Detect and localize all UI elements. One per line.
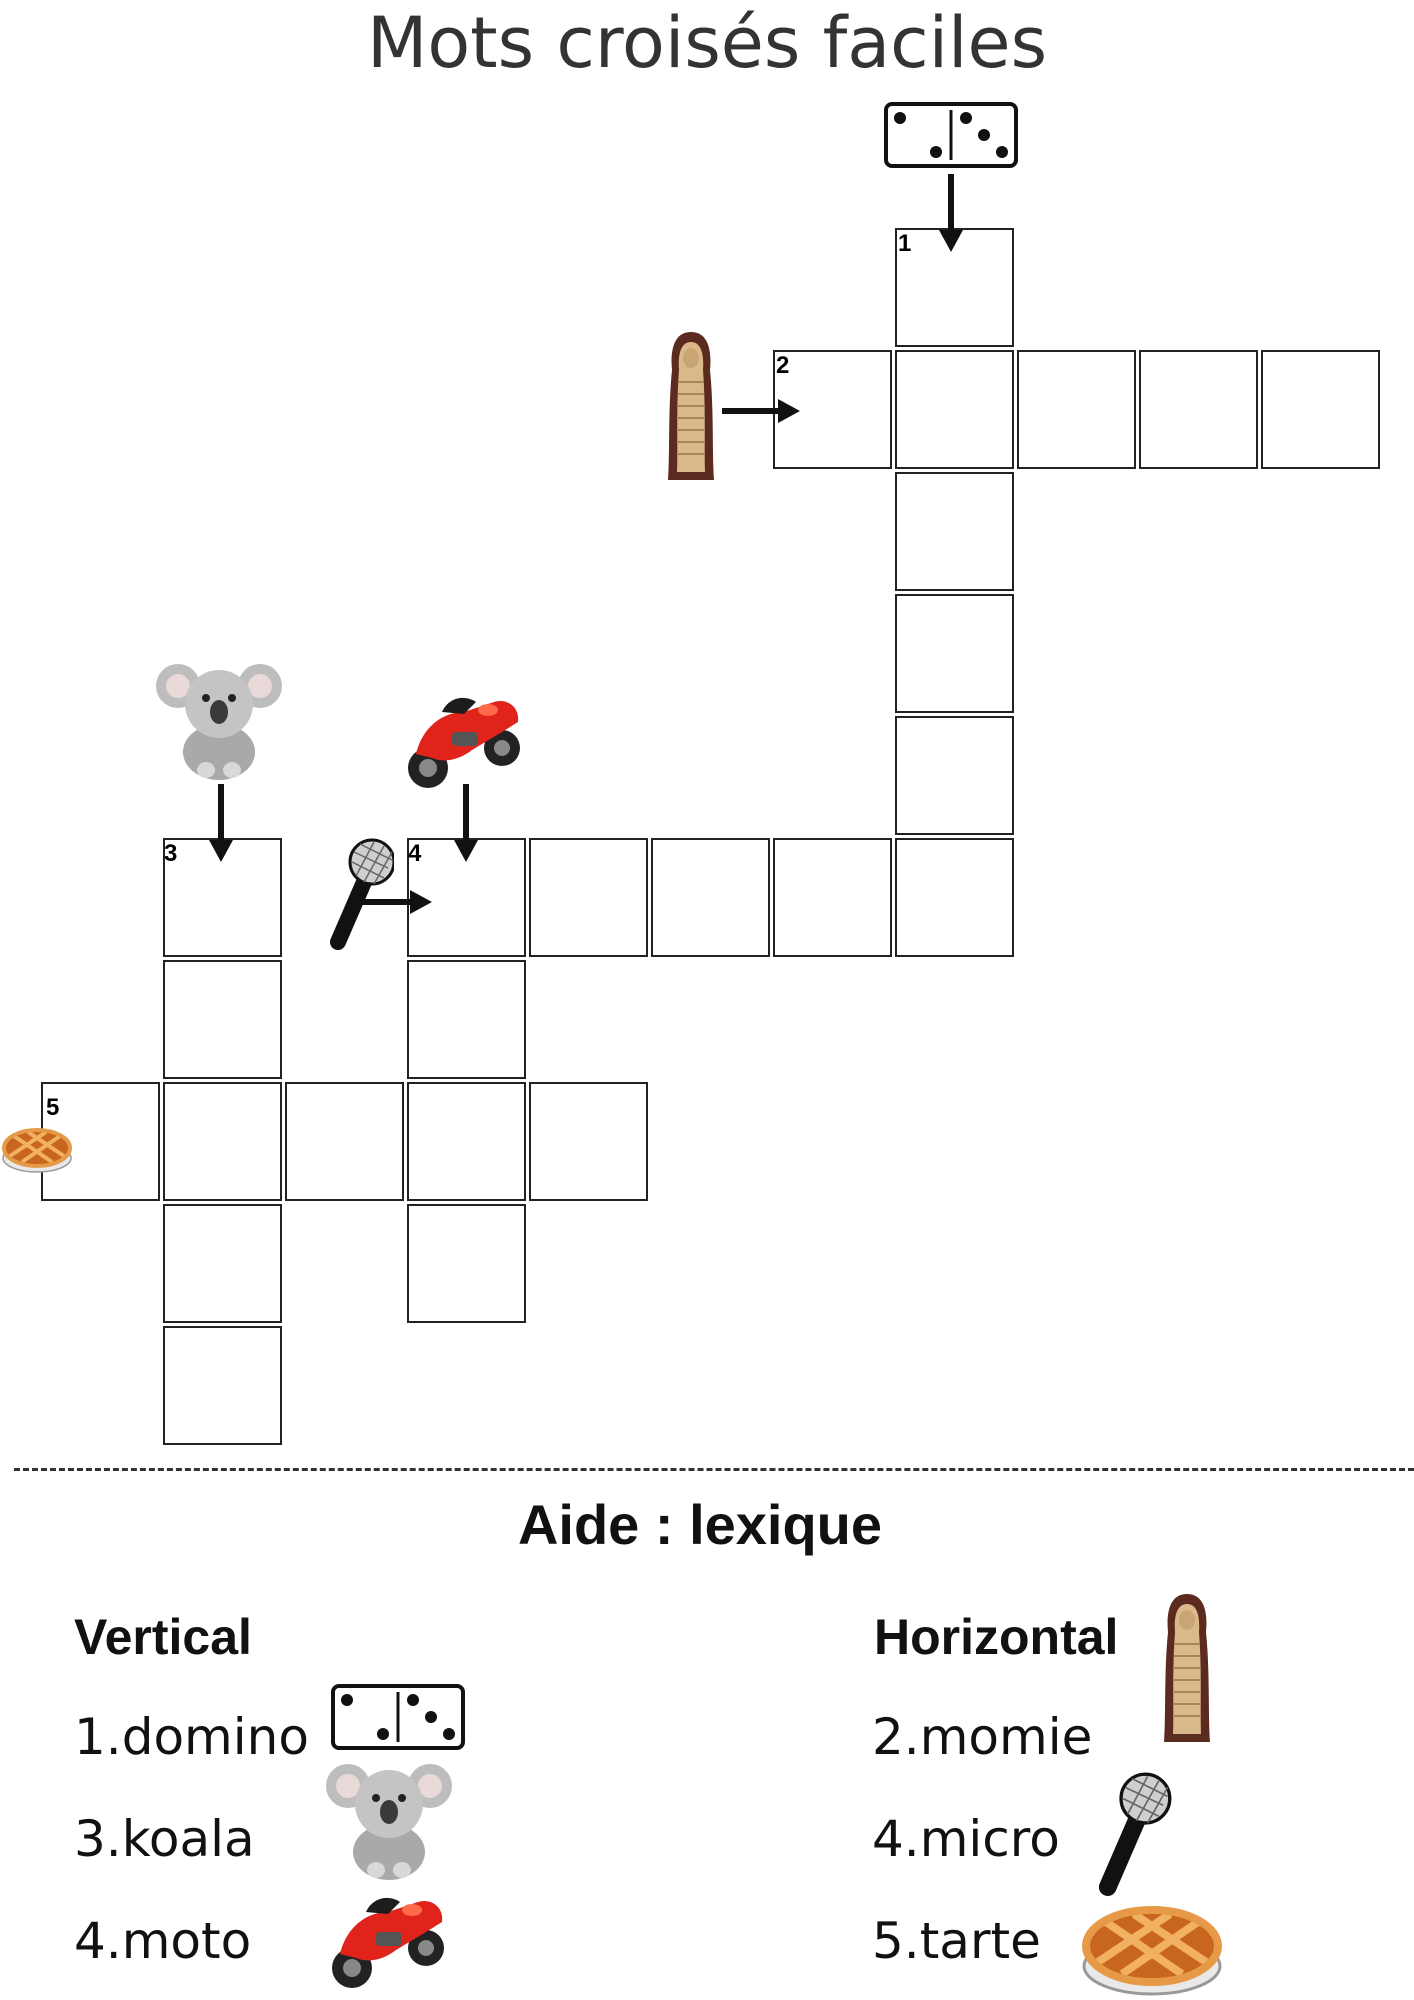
grid-cell[interactable]: [895, 594, 1014, 713]
horizontal-word: 2.momie: [872, 1708, 1093, 1766]
grid-cell[interactable]: [773, 838, 892, 957]
arrow-right-icon: [354, 890, 432, 914]
grid-cell[interactable]: [529, 838, 648, 957]
grid-cell[interactable]: [163, 1204, 282, 1323]
lexique-heading: Aide : lexique: [517, 1493, 883, 1556]
vertical-word: 3.koala: [74, 1810, 255, 1868]
clue-number-4: 4: [408, 840, 422, 867]
clue-number-3: 3: [164, 840, 178, 867]
domino-icon: [331, 1684, 465, 1750]
pie-icon: [2, 1128, 72, 1173]
grid-cell[interactable]: [163, 1326, 282, 1445]
horizontal-word: 4.micro: [872, 1810, 1060, 1868]
grid-cell[interactable]: [1017, 350, 1136, 469]
clue-number-2: 2: [776, 352, 790, 379]
koala-icon: [326, 1764, 452, 1880]
grid-cell[interactable]: [285, 1082, 404, 1201]
grid-cell[interactable]: [895, 472, 1014, 591]
microphone-icon: [330, 838, 394, 950]
vertical-heading: Vertical: [74, 1609, 252, 1665]
domino-icon: [884, 102, 1018, 168]
horizontal-heading: Horizontal: [874, 1609, 1119, 1665]
grid-cell[interactable]: [651, 838, 770, 957]
arrow-down-icon: [939, 174, 963, 252]
koala-icon: [156, 664, 282, 780]
grid-cell[interactable]: [163, 838, 282, 957]
horizontal-word: 5.tarte: [872, 1912, 1041, 1970]
grid-cell[interactable]: [895, 716, 1014, 835]
arrow-down-icon: [454, 784, 478, 862]
grid-cell[interactable]: [895, 228, 1014, 347]
vertical-word: 4.moto: [74, 1912, 252, 1970]
grid-cell[interactable]: [1261, 350, 1380, 469]
grid-cell[interactable]: [407, 1082, 526, 1201]
grid-cell[interactable]: [163, 1082, 282, 1201]
grid-cell[interactable]: [407, 1204, 526, 1323]
motorcycle-icon: [408, 697, 520, 788]
arrow-right-icon: [722, 399, 800, 423]
microphone-icon: [1098, 1772, 1172, 1896]
section-divider: [14, 1468, 1414, 1471]
page-title: Mots croisés faciles: [366, 2, 1048, 84]
grid-cell[interactable]: [529, 1082, 648, 1201]
grid-cell[interactable]: [895, 350, 1014, 469]
vertical-word: 1.domino: [74, 1708, 309, 1766]
motorcycle-icon: [332, 1897, 444, 1988]
grid-cell[interactable]: [895, 838, 1014, 957]
mummy-icon: [668, 332, 714, 480]
mummy-icon: [1164, 1594, 1210, 1742]
clue-number-5: 5: [46, 1094, 60, 1121]
arrow-down-icon: [209, 784, 233, 862]
grid-cell[interactable]: [163, 960, 282, 1079]
pie-icon: [1082, 1906, 1222, 1996]
grid-cell[interactable]: [407, 960, 526, 1079]
clue-number-1: 1: [898, 230, 912, 257]
grid-cell[interactable]: [1139, 350, 1258, 469]
